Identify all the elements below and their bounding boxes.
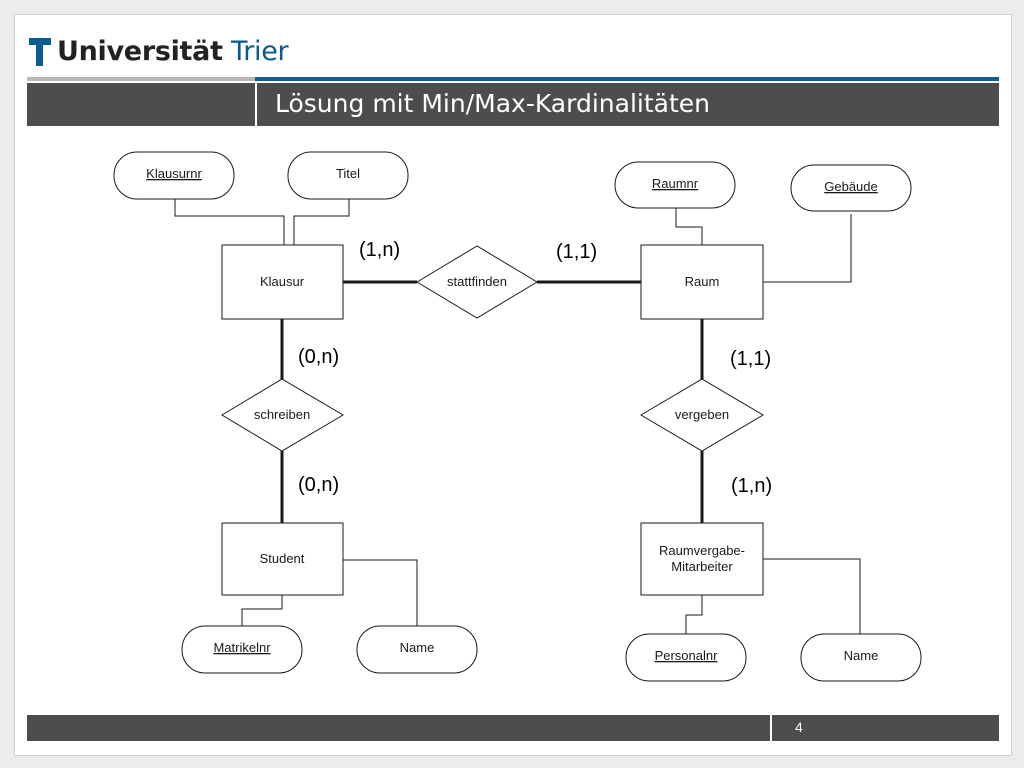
- relationship-stattfinden: stattfinden: [416, 245, 538, 319]
- logo-text-bold: Universität: [57, 35, 223, 67]
- connector-gebaeude: [763, 214, 852, 283]
- relationship-stattfinden-label: stattfinden: [447, 274, 507, 289]
- cardinality-raum-vergeben: (1,1): [730, 348, 771, 370]
- footer-bar: 4: [27, 715, 999, 741]
- er-diagram: Klausur Raum Student Raumvergabe- Mitarb…: [113, 151, 922, 682]
- logo-text-accent: Trier: [230, 35, 289, 67]
- attribute-mitarbeiter-name-label: Name: [844, 648, 879, 663]
- attribute-student-name: Name: [356, 625, 478, 674]
- cardinality-student-schreiben: (0,n): [298, 474, 339, 496]
- page-number: 4: [795, 719, 803, 735]
- slide: Universität Trier Lösung mit Min/Max-Kar…: [14, 14, 1012, 756]
- relationship-vergeben-label: vergeben: [675, 407, 729, 422]
- connector-matrikelnr: [241, 595, 283, 626]
- attribute-mitarbeiter-name: Name: [800, 633, 922, 682]
- cardinality-klausur-schreiben: (0,n): [298, 346, 339, 368]
- attribute-gebaeude-label: Gebäude: [824, 179, 878, 194]
- connector-personalnr: [685, 595, 703, 634]
- attribute-klausurnr: Klausurnr: [113, 151, 235, 200]
- logo-text: Universität Trier: [57, 35, 289, 67]
- connector-klausurnr: [174, 199, 285, 245]
- connector-raumnr: [675, 208, 703, 245]
- entity-raum-label: Raum: [685, 274, 720, 289]
- entity-student-label: Student: [260, 551, 305, 566]
- university-logo-icon: [29, 38, 51, 66]
- footer-bar-divider: [770, 715, 772, 741]
- attribute-personalnr: Personalnr: [625, 633, 747, 682]
- attribute-klausurnr-label: Klausurnr: [146, 166, 202, 181]
- attribute-matrikelnr: Matrikelnr: [181, 625, 303, 674]
- header-rule-gray: [27, 77, 255, 81]
- attribute-student-name-label: Name: [400, 640, 435, 655]
- cardinality-klausur-stattfinden: (1,n): [359, 239, 400, 261]
- relationship-schreiben-label: schreiben: [254, 407, 310, 422]
- attribute-connectors: [174, 199, 861, 634]
- attribute-personalnr-label: Personalnr: [655, 648, 719, 663]
- attribute-matrikelnr-label: Matrikelnr: [213, 640, 271, 655]
- entity-klausur-label: Klausur: [260, 274, 305, 289]
- slide-title: Lösung mit Min/Max-Kardinalitäten: [275, 89, 710, 118]
- connector-student-name: [343, 559, 418, 626]
- connector-mitarbeiter-name: [763, 558, 861, 634]
- entity-raum: Raum: [640, 244, 764, 320]
- attribute-titel: Titel: [287, 151, 409, 200]
- relationship-connectors: [280, 280, 704, 523]
- entity-klausur: Klausur: [221, 244, 344, 320]
- title-bar: Lösung mit Min/Max-Kardinalitäten: [27, 83, 999, 126]
- relationship-schreiben: schreiben: [221, 378, 344, 452]
- title-bar-divider: [255, 83, 257, 126]
- attribute-raumnr-label: Raumnr: [652, 176, 699, 191]
- entity-student: Student: [221, 522, 344, 596]
- relationship-vergeben: vergeben: [640, 378, 764, 452]
- header-rule-blue: [255, 77, 999, 81]
- university-logo: Universität Trier: [29, 33, 289, 69]
- attribute-raumnr: Raumnr: [614, 161, 736, 209]
- entity-raumvergabe-mitarbeiter: Raumvergabe- Mitarbeiter: [640, 522, 764, 596]
- cardinality-mitarbeiter-vergeben: (1,n): [731, 475, 772, 497]
- attribute-gebaeude: Gebäude: [790, 164, 912, 212]
- entity-raumvergabe-label-line2: Mitarbeiter: [671, 559, 733, 574]
- cardinality-raum-stattfinden: (1,1): [556, 241, 597, 263]
- connector-titel: [293, 199, 350, 245]
- attribute-titel-label: Titel: [336, 166, 360, 181]
- entity-raumvergabe-label-line1: Raumvergabe-: [659, 543, 745, 558]
